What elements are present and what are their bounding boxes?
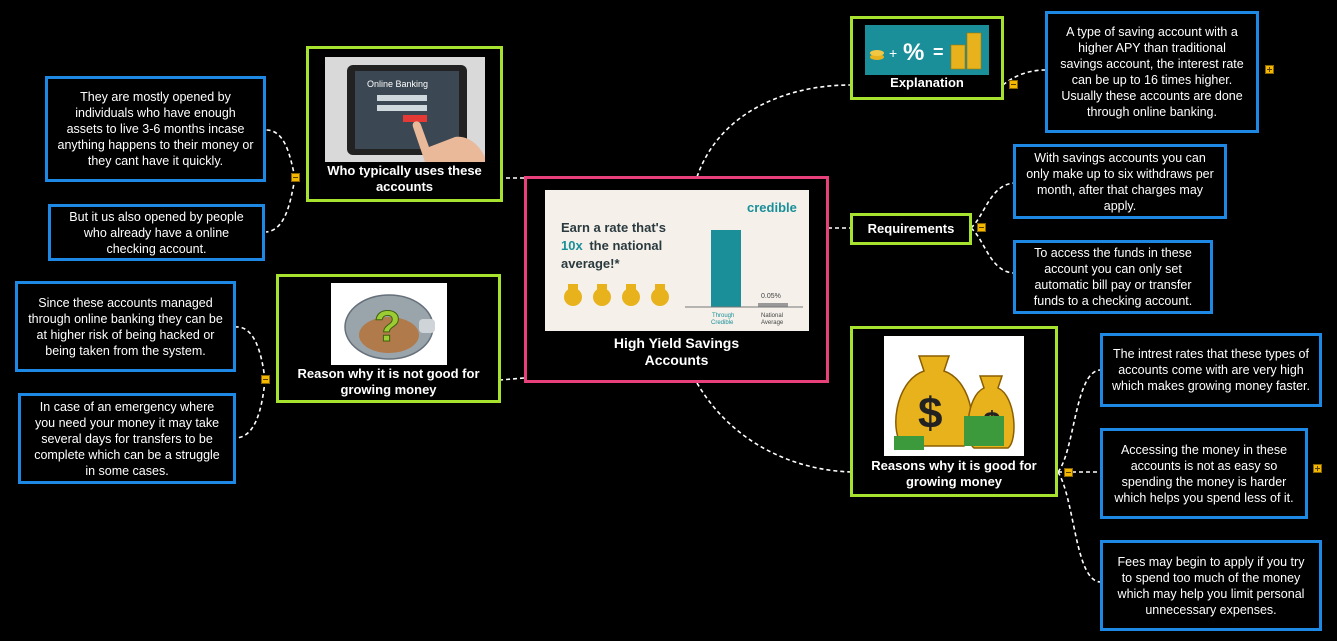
svg-text:%: % (903, 39, 924, 66)
expand-toggle-good-note[interactable] (1313, 464, 1322, 473)
ad-headline-2-end: average!* (561, 256, 620, 271)
good-note-1: The intrest rates that these types of ac… (1100, 333, 1322, 407)
money-bags-icon: $ $ (884, 336, 1024, 456)
users-note-2: But it us also opened by people who alre… (48, 204, 265, 261)
svg-text:Credible: Credible (711, 320, 734, 326)
explanation-note-text: A type of saving account with a higher A… (1060, 25, 1244, 119)
bad-note-2: In case of an emergency where you need y… (18, 393, 236, 484)
explanation-node[interactable]: + % = Explanation (850, 16, 1004, 100)
requirements-title: Requirements (867, 221, 955, 236)
users-note-1: They are mostly opened by individuals wh… (45, 76, 266, 182)
online-banking-tablet-image: Online Banking (324, 57, 485, 162)
bar-national-label: National (761, 313, 783, 319)
good-reasons-title: Reasons why it is good for growing money (871, 458, 1037, 489)
explanation-note: A type of saving account with a higher A… (1045, 11, 1259, 133)
good-reasons-node[interactable]: $ $ Reasons why it is good for growing m… (850, 326, 1058, 497)
svg-text:=: = (933, 42, 944, 62)
requirements-note-1: With savings accounts you can only make … (1013, 144, 1227, 219)
bar-credible-label: Through (712, 313, 734, 319)
users-title: Who typically uses these accounts (327, 163, 482, 194)
savings-ad-image: Earn a rate that's 10x the national aver… (544, 190, 809, 331)
svg-text:Average: Average (761, 320, 784, 326)
ad-headline-2-part: the national (589, 238, 662, 253)
users-node[interactable]: Online Banking Who typically uses these … (306, 46, 503, 202)
svg-text:10x the national: 10x the national (561, 238, 662, 253)
central-title: High Yield Savings Accounts (613, 335, 740, 368)
good-note-3: Fees may begin to apply if you try to sp… (1100, 540, 1322, 631)
bar-national-value: 0.05% (761, 293, 781, 300)
bad-reasons-node[interactable]: ? Reason why it is not good for growing … (276, 274, 501, 403)
bar-credible (710, 230, 741, 307)
svg-text:$: $ (918, 389, 942, 438)
ad-headline-1: Earn a rate that's (561, 220, 666, 235)
collapse-toggle-bad-reasons[interactable] (261, 375, 270, 384)
question-mark: ? (374, 302, 401, 351)
requirements-note-2: To access the funds in these account you… (1013, 240, 1213, 314)
bad-note-1: Since these accounts managed through onl… (15, 281, 236, 372)
good-note-2: Accessing the money in these accounts is… (1100, 428, 1308, 519)
central-node[interactable]: Earn a rate that's 10x the national aver… (524, 176, 829, 383)
expand-toggle-explanation-note[interactable] (1265, 65, 1274, 74)
bar-national (757, 303, 788, 307)
collapse-toggle-users[interactable] (291, 173, 300, 182)
piggy-bank-question-icon: ? (330, 283, 447, 365)
coins-percent-icon: + % = (865, 25, 989, 75)
svg-text:+: + (889, 45, 897, 61)
collapse-toggle-explanation[interactable] (1009, 80, 1018, 89)
requirements-node[interactable]: Requirements (850, 213, 972, 245)
bad-reasons-title: Reason why it is not good for growing mo… (297, 366, 480, 397)
online-banking-text: Online Banking (367, 79, 428, 89)
collapse-toggle-good-reasons[interactable] (1064, 468, 1073, 477)
explanation-title: Explanation (890, 75, 964, 90)
money-bags-icon (563, 284, 669, 306)
ad-headline-em: 10x (561, 238, 583, 253)
collapse-toggle-requirements[interactable] (977, 223, 986, 232)
ad-brand: credible (747, 200, 797, 215)
